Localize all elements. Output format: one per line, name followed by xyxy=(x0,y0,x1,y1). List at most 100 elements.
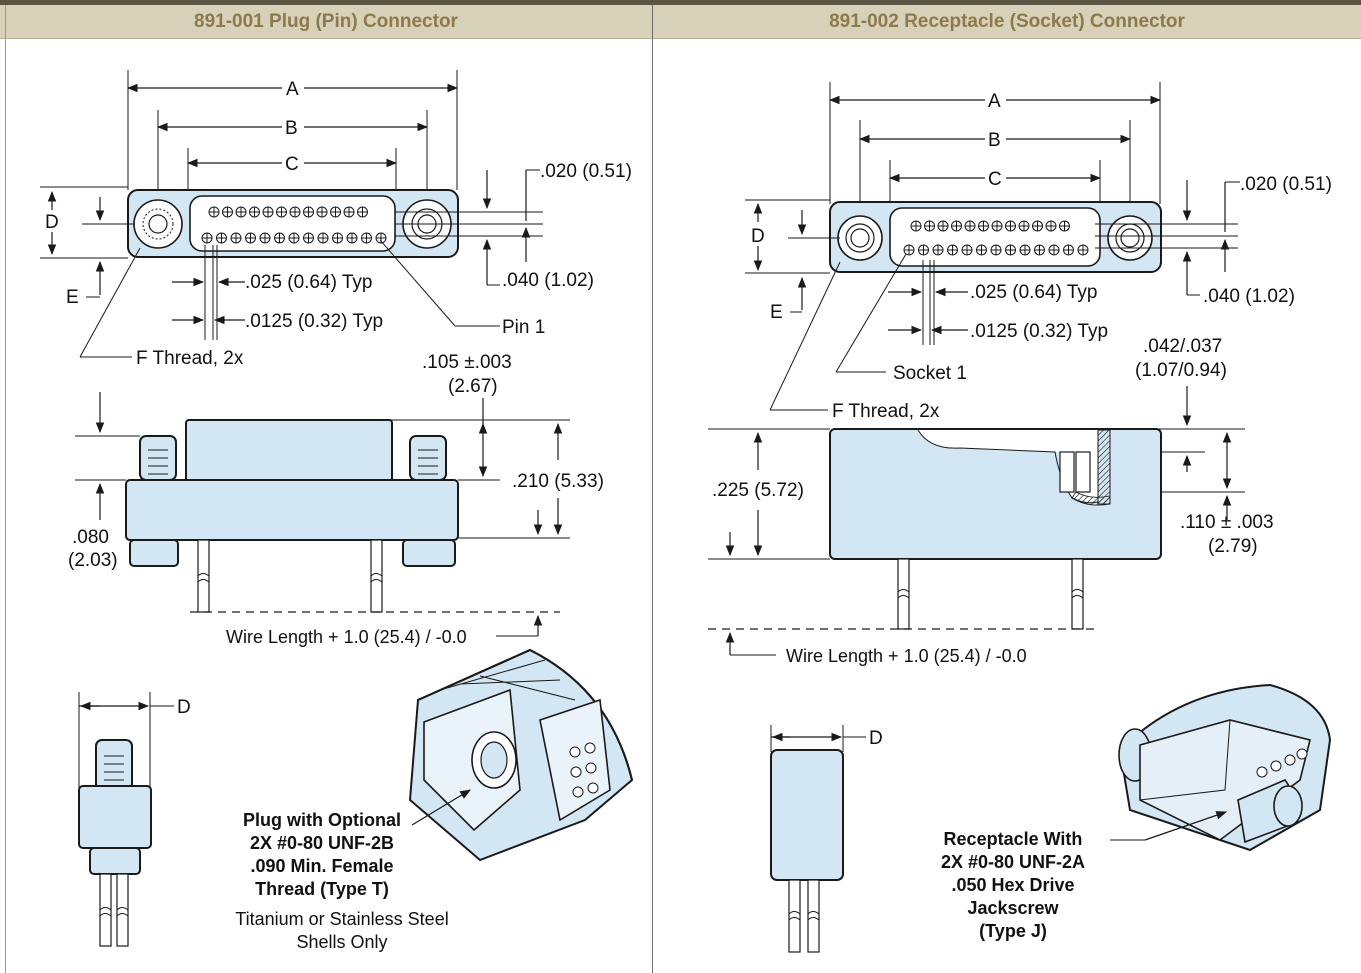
contact-pin-mark xyxy=(918,245,929,255)
contact-pin-mark xyxy=(330,207,341,217)
plug-dim-c: C xyxy=(285,154,299,175)
receptacle-dim-d: D xyxy=(751,226,765,247)
header-receptacle: 891-002 Receptacle (Socket) Connector xyxy=(653,5,1361,39)
top-rule xyxy=(0,0,1361,5)
contact-pin-mark xyxy=(911,221,921,231)
receptacle-dim-225: .225 (5.72) xyxy=(712,480,804,501)
contact-pin-mark xyxy=(992,221,1002,231)
plug-note-line-2: 2X #0-80 UNF-2B xyxy=(250,833,394,853)
receptacle-dim-e: E xyxy=(770,302,783,323)
plug-note-line-3: .090 Min. Female xyxy=(250,856,393,876)
plug-isometric-view: Plug with Optional 2X #0-80 UNF-2B .090 … xyxy=(235,648,634,952)
contact-pin-mark xyxy=(209,207,219,217)
plug-side-dim-d: D xyxy=(177,697,191,718)
contact-pin-mark xyxy=(904,245,914,255)
contact-pin-mark xyxy=(978,221,989,231)
header-plug-title: 891-001 Plug (Pin) Connector xyxy=(194,10,458,32)
contact-pin-mark xyxy=(318,233,328,243)
contact-pin-mark xyxy=(303,233,314,243)
header-plug: 891-001 Plug (Pin) Connector xyxy=(0,5,652,39)
contact-pin-mark xyxy=(249,207,260,217)
receptacle-dim-c: C xyxy=(988,169,1002,190)
plug-dim-e: E xyxy=(66,287,79,308)
receptacle-dim-a: A xyxy=(988,91,1001,112)
contact-pin-mark xyxy=(274,233,285,243)
header-receptacle-title: 891-002 Receptacle (Socket) Connector xyxy=(829,10,1185,32)
plug-dim-210: .210 (5.33) xyxy=(512,471,604,492)
contact-pin-mark xyxy=(202,233,212,243)
receptacle-dim-025: .025 (0.64) Typ xyxy=(970,282,1097,303)
plug-dim-040: .040 (1.02) xyxy=(502,270,594,291)
receptacle-dim-b: B xyxy=(988,130,1001,151)
receptacle-note-line-1: Receptacle With xyxy=(944,829,1083,849)
receptacle-dim-040: .040 (1.02) xyxy=(1203,286,1295,307)
contact-pin-mark xyxy=(357,207,368,217)
contact-pin-mark xyxy=(231,233,241,243)
receptacle-dim-042: .042/.037 xyxy=(1143,336,1222,357)
plug-pin1-label: Pin 1 xyxy=(502,317,545,338)
contact-pin-mark xyxy=(947,245,958,255)
plug-dim-d: D xyxy=(45,212,59,233)
receptacle-dim-020: .020 (0.51) xyxy=(1240,174,1332,195)
contact-pin-mark xyxy=(1063,245,1074,255)
receptacle-dim-0125: .0125 (0.32) Typ xyxy=(970,321,1108,342)
contact-pin-mark xyxy=(347,233,357,243)
contact-pin-mark xyxy=(1019,221,1029,231)
plug-note-line-6: Shells Only xyxy=(296,932,387,952)
contact-pin-mark xyxy=(245,233,256,243)
contact-pin-mark xyxy=(976,245,987,255)
contact-pin-mark xyxy=(236,207,246,217)
contact-pin-mark xyxy=(361,233,372,243)
contact-pin-mark xyxy=(933,245,943,255)
receptacle-socket1-label: Socket 1 xyxy=(893,363,967,384)
plug-dim-0125: .0125 (0.32) Typ xyxy=(245,311,383,332)
plug-dim-080-mm: (2.03) xyxy=(68,550,118,571)
contact-pin-mark xyxy=(332,233,343,243)
receptacle-note-line-5: (Type J) xyxy=(979,921,1047,941)
plug-f-thread: F Thread, 2x xyxy=(136,348,244,369)
plug-dim-020: .020 (0.51) xyxy=(540,161,632,182)
contact-pin-mark xyxy=(938,221,948,231)
receptacle-end-view: D xyxy=(770,725,883,953)
plug-note-line-1: Plug with Optional xyxy=(243,810,401,830)
contact-pin-mark xyxy=(1005,221,1016,231)
plug-dim-105-mm: (2.67) xyxy=(448,376,498,397)
contact-pin-mark xyxy=(1032,221,1043,231)
receptacle-f-thread: F Thread, 2x xyxy=(832,401,940,422)
left-edge-rule xyxy=(5,5,6,973)
contact-pin-mark xyxy=(1034,245,1045,255)
plug-wire-length: Wire Length + 1.0 (25.4) / -0.0 xyxy=(226,627,467,647)
receptacle-note-line-4: Jackscrew xyxy=(967,898,1059,918)
plug-side-view: .105 ±.003 (2.67) .210 (5.33) xyxy=(68,352,604,647)
receptacle-side-dim-d: D xyxy=(869,728,883,749)
receptacle-dim-042-mm: (1.07/0.94) xyxy=(1135,360,1227,381)
receptacle-dim-110-mm: (2.79) xyxy=(1208,536,1258,557)
plug-front-view: A B C D xyxy=(40,70,632,369)
contact-pin-mark xyxy=(1020,245,1030,255)
contact-pin-mark xyxy=(924,221,935,231)
contact-pin-mark xyxy=(962,245,972,255)
contact-pin-mark xyxy=(260,233,270,243)
plug-note-line-4: Thread (Type T) xyxy=(255,879,389,899)
panel-divider xyxy=(652,5,653,973)
contact-pin-mark xyxy=(344,207,354,217)
contact-pin-mark xyxy=(951,221,962,231)
contact-pin-mark xyxy=(263,207,273,217)
contact-pin-mark xyxy=(276,207,287,217)
receptacle-side-view: .042/.037 (1.07/0.94) .110 ± .003 (2.79) xyxy=(708,336,1274,666)
receptacle-isometric-view: Receptacle With 2X #0-80 UNF-2A .050 Hex… xyxy=(941,683,1332,941)
contact-pin-mark xyxy=(965,221,975,231)
contact-pin-mark xyxy=(991,245,1001,255)
contact-pin-mark xyxy=(317,207,327,217)
contact-pin-mark xyxy=(289,233,299,243)
receptacle-note-line-2: 2X #0-80 UNF-2A xyxy=(941,852,1085,872)
contact-pin-mark xyxy=(216,233,227,243)
plug-end-view: D xyxy=(78,692,191,947)
plug-dim-025: .025 (0.64) Typ xyxy=(245,272,372,293)
plug-dim-b: B xyxy=(285,118,298,139)
plug-dim-a: A xyxy=(286,79,299,100)
contact-pin-mark xyxy=(1005,245,1016,255)
contact-pin-mark xyxy=(1078,245,1088,255)
